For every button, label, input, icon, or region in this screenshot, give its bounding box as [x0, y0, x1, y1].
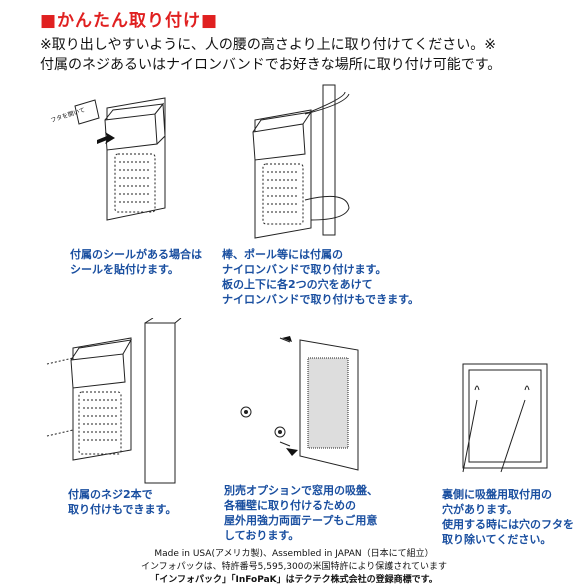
page-title: ■かんたん取り付け■: [40, 11, 219, 31]
caption-back: 裏側に吸盤用取付用の 穴があります。 使用する時には穴のフタを 取り除いてくださ…: [442, 487, 574, 547]
caption-option: 別売オプションで窓用の吸盤、 各種壁に取り付けるための 屋外用強力両面テープもご…: [224, 483, 378, 543]
back-side-illustration: [462, 363, 548, 473]
caption-pole-line: 棒、ポール等には付属の: [222, 248, 343, 261]
caption-option-line: しております。: [224, 529, 300, 542]
pole-mount-illustration: [252, 84, 350, 239]
screw-mount-illustration: [46, 318, 182, 484]
caption-back-line: 裏側に吸盤用取付用の: [442, 488, 552, 501]
caption-screw-line: 付属のネジ2本で: [68, 488, 153, 501]
caption-option-line: 別売オプションで窓用の吸盤、: [224, 484, 378, 497]
intro-line-2: 付属のネジあるいはナイロンバンドでお好きな場所に取り付け可能です。: [40, 57, 502, 73]
footer-origin: Made in USA(アメリカ製)、Assembled in JAPAN（日本…: [154, 549, 434, 559]
caption-option-line: 各種壁に取り付けるための: [224, 499, 356, 512]
caption-sticker-line: 付属のシールがある場合は: [70, 248, 202, 261]
caption-screw: 付属のネジ2本で 取り付けもできます。: [68, 487, 176, 517]
caption-option-line: 屋外用強力両面テープもご用意: [224, 514, 378, 527]
caption-pole-line: ナイロンバンドで取り付けます。: [222, 263, 387, 276]
caption-pole: 棒、ポール等には付属の ナイロンバンドで取り付けます。 板の上下に各2つの穴をあ…: [222, 247, 419, 307]
caption-back-line: 使用する時には穴のフタを: [442, 518, 574, 531]
caption-sticker-line: シールを貼付けます。: [70, 263, 179, 276]
footer-patent: インフォパックは、特許番号5,595,300の米国特許により保護されています: [140, 562, 448, 572]
caption-pole-line: 板の上下に各2つの穴をあけて: [222, 278, 373, 291]
caption-back-line: 穴があります。: [442, 503, 518, 516]
caption-back-line: 取り除いてください。: [442, 533, 552, 546]
suction-cup-illustration: [240, 336, 359, 471]
caption-pole-line: ナイロンバンドで取り付けもできます。: [222, 293, 420, 306]
caption-sticker: 付属のシールがある場合は シールを貼付けます。: [70, 247, 202, 277]
footer-trademark: 「インフォパック」「InFoPaK」はテクテク株式会社の登録商標です。: [150, 575, 438, 585]
caption-screw-line: 取り付けもできます。: [68, 503, 177, 516]
intro-line-1: ※取り出しやすいように、人の腰の高さより上に取り付けてください。※: [40, 37, 496, 53]
sticker-mount-illustration: [74, 97, 166, 221]
